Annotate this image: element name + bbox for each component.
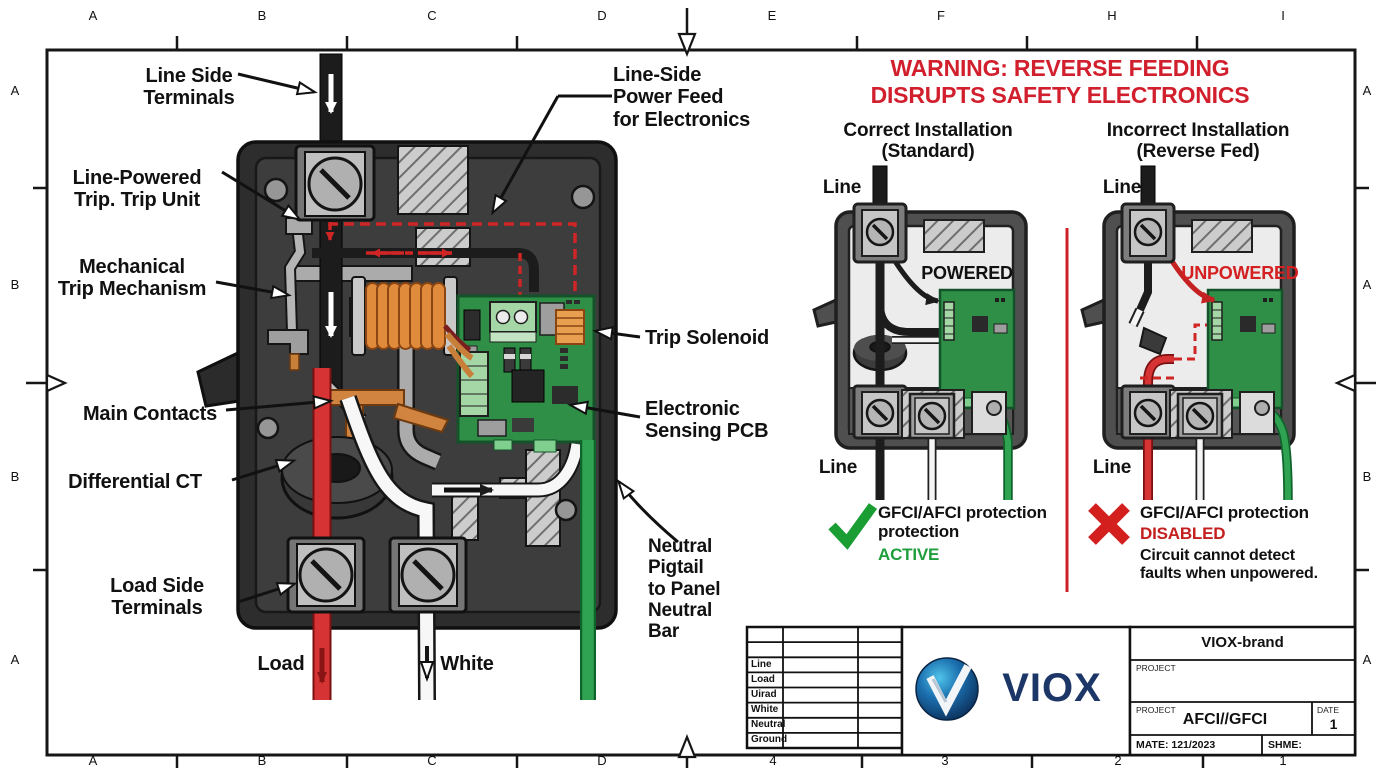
grid-bottom-c: C <box>427 753 437 768</box>
sensing-pcb <box>456 294 596 453</box>
label-trip-unit: Line-Powered Trip. Trip Unit <box>72 167 202 212</box>
grid-top-e: E <box>767 8 777 23</box>
correct-line-top-label: Line <box>822 177 862 198</box>
grid-left-2: B <box>10 277 20 292</box>
grid-bottom-b: B <box>257 753 267 768</box>
grid-top-c: C <box>427 8 437 23</box>
datum-marks <box>26 8 1376 768</box>
sheet-border <box>26 8 1376 768</box>
correct-line-bottom-label: Line <box>818 457 858 478</box>
date-field: MATE: 121/2023 <box>1136 739 1216 751</box>
line-side-terminal <box>294 144 376 222</box>
wiring-row-3: Load <box>751 674 775 685</box>
wiring-row-2: Line <box>751 659 772 670</box>
label-trip-solenoid: Trip Solenoid <box>645 327 770 349</box>
trip-solenoid-component <box>555 309 585 345</box>
label-differential-ct: Differential CT <box>68 471 202 493</box>
grid-bottom-1: 1 <box>1279 753 1287 768</box>
grid-bottom-d: D <box>597 753 607 768</box>
checkmark-icon <box>828 503 878 550</box>
correct-install-title: Correct Installation (Standard) <box>843 120 1013 163</box>
grid-top-a: A <box>88 8 98 23</box>
trip-coil <box>349 276 461 356</box>
sheet-field: SHME: <box>1268 739 1302 751</box>
label-sensing-pcb: Electronic Sensing PCB <box>645 398 769 443</box>
wiring-row-6: Neutral <box>751 719 786 730</box>
correct-result-text: GFCI/AFCI protection protection <box>878 503 1047 542</box>
grid-bottom-a: A <box>88 753 98 768</box>
project-name: AFCI//GFCI <box>1182 711 1268 728</box>
label-load-wire: Load <box>257 653 305 675</box>
label-main-contacts: Main Contacts <box>82 403 218 425</box>
viox-logo-icon <box>915 657 979 721</box>
mini-breaker-incorrect <box>1080 165 1296 501</box>
date-label: DATE <box>1317 705 1340 715</box>
mini-breaker-correct <box>812 165 1028 500</box>
grid-left-4: A <box>10 652 20 667</box>
cross-icon <box>1088 503 1130 545</box>
project-label-1: PROJECT <box>1136 663 1176 673</box>
grid-top-b: B <box>257 8 267 23</box>
title-block-brand: VIOX-brand <box>1201 634 1284 651</box>
date-value: 1 <box>1329 716 1338 732</box>
incorrect-install-title: Incorrect Installation (Reverse Fed) <box>1106 120 1290 163</box>
disabled-state: DISABLED <box>1140 524 1226 543</box>
grid-top-f: F <box>937 8 945 23</box>
grid-right-4: A <box>1362 652 1372 667</box>
title-block <box>745 625 1357 757</box>
wiring-row-5: White <box>751 704 779 715</box>
label-white-wire: White <box>440 653 494 675</box>
label-power-feed: Line-Side Power Feed for Electronics <box>613 64 751 131</box>
grid-right-1: A <box>1362 83 1372 98</box>
incorrect-note: Circuit cannot detect faults when unpowe… <box>1140 547 1318 582</box>
wiring-row-7: Ground <box>751 734 788 745</box>
grid-top-i: I <box>1281 8 1285 23</box>
label-neutral-pigtail: Neutral Pigtail to Panel Neutral Bar <box>648 536 721 643</box>
load-side-terminals <box>286 536 468 614</box>
incorrect-line-top-label: Line <box>1102 177 1142 198</box>
neutral-wire-white <box>339 395 585 701</box>
project-label-2: PROJECT <box>1136 705 1176 715</box>
grid-bottom-4: 4 <box>769 753 777 768</box>
label-load-side-terminals: Load Side Terminals <box>110 575 204 620</box>
grid-left-3: B <box>10 469 20 484</box>
warning-title: WARNING: REVERSE FEEDING DISRUPTS SAFETY… <box>870 55 1250 109</box>
label-mechanical-trip: Mechanical Trip Mechanism <box>57 256 207 301</box>
grid-top-d: D <box>597 8 607 23</box>
grid-left-1: A <box>10 83 20 98</box>
viox-wordmark: VIOX <box>1002 666 1102 710</box>
wiring-row-4: Uirad <box>751 689 777 700</box>
grid-bottom-2: 2 <box>1114 753 1122 768</box>
incorrect-result-text: GFCI/AFCI protection <box>1140 503 1309 522</box>
unpowered-status: UNPOWERED <box>1181 263 1299 283</box>
grid-bottom-3: 3 <box>941 753 949 768</box>
grid-top-h: H <box>1107 8 1117 23</box>
powered-status: POWERED <box>921 263 1013 283</box>
grid-right-2: A <box>1362 277 1372 292</box>
grid-right-3: B <box>1362 469 1372 484</box>
breaker-cutaway <box>196 53 679 701</box>
incorrect-line-bottom-label: Line <box>1092 457 1132 478</box>
leader-arrows <box>215 72 679 604</box>
active-state: ACTIVE <box>878 545 940 564</box>
label-line-side-terminals: Line Side Terminals <box>143 65 235 110</box>
